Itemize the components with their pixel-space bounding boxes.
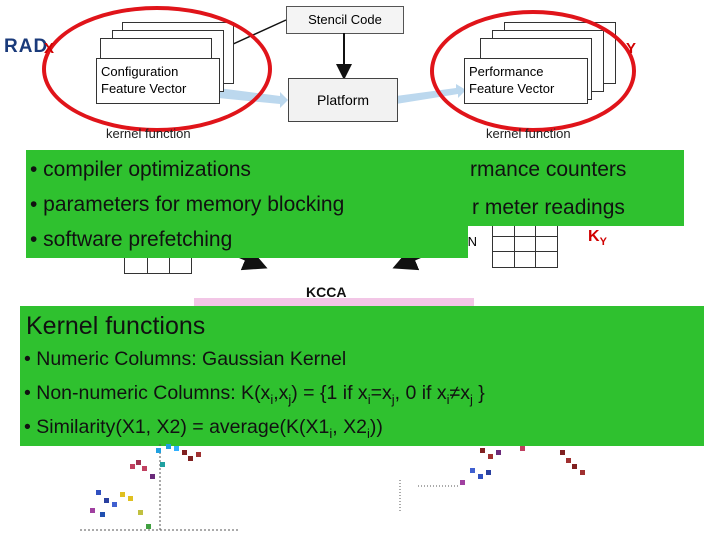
left-kernel-function-label: kernel function [106,126,191,141]
fragment-performance-counters: rmance counters [470,158,627,181]
kcca-label: KCCA [306,284,347,300]
left-green-callout [26,150,468,258]
kernel-functions-title: Kernel functions [26,312,206,340]
right-scatter-points [460,446,585,485]
left-scatter-points [90,444,201,529]
y-tag: Y [626,40,637,57]
projection-scatter-plots [80,444,585,531]
ky-label-sub: Y [599,236,607,249]
ky-label-main: K [588,228,600,245]
rad-lab-logo: RAD [4,36,49,57]
ky-matrix [492,220,558,268]
right-kernel-function-label: kernel function [486,126,571,141]
fragment-power-meter-readings: r meter readings [472,196,625,219]
kernel-item-numeric: • Numeric Columns: Gaussian Kernel [24,348,347,370]
bullet-compiler-optimizations: • compiler optimizations [30,158,251,181]
bullet-software-prefetching: • software prefetching [30,228,233,251]
ky-label: KY [588,228,607,248]
config-highlight-ellipse [42,6,272,132]
x-tag: X [44,40,55,57]
perf-highlight-ellipse [430,10,636,132]
kernel-item-similarity: • Similarity(X1, X2) = average(K(X1i, X2… [24,416,383,441]
right-green-callout [452,150,684,226]
kernel-item-non-numeric: • Non-numeric Columns: K(xi,xj) = {1 if … [24,382,485,407]
platform-box: Platform [288,78,398,122]
kernel-functions-panel [20,306,704,446]
bullet-memory-blocking: • parameters for memory blocking [30,193,345,216]
